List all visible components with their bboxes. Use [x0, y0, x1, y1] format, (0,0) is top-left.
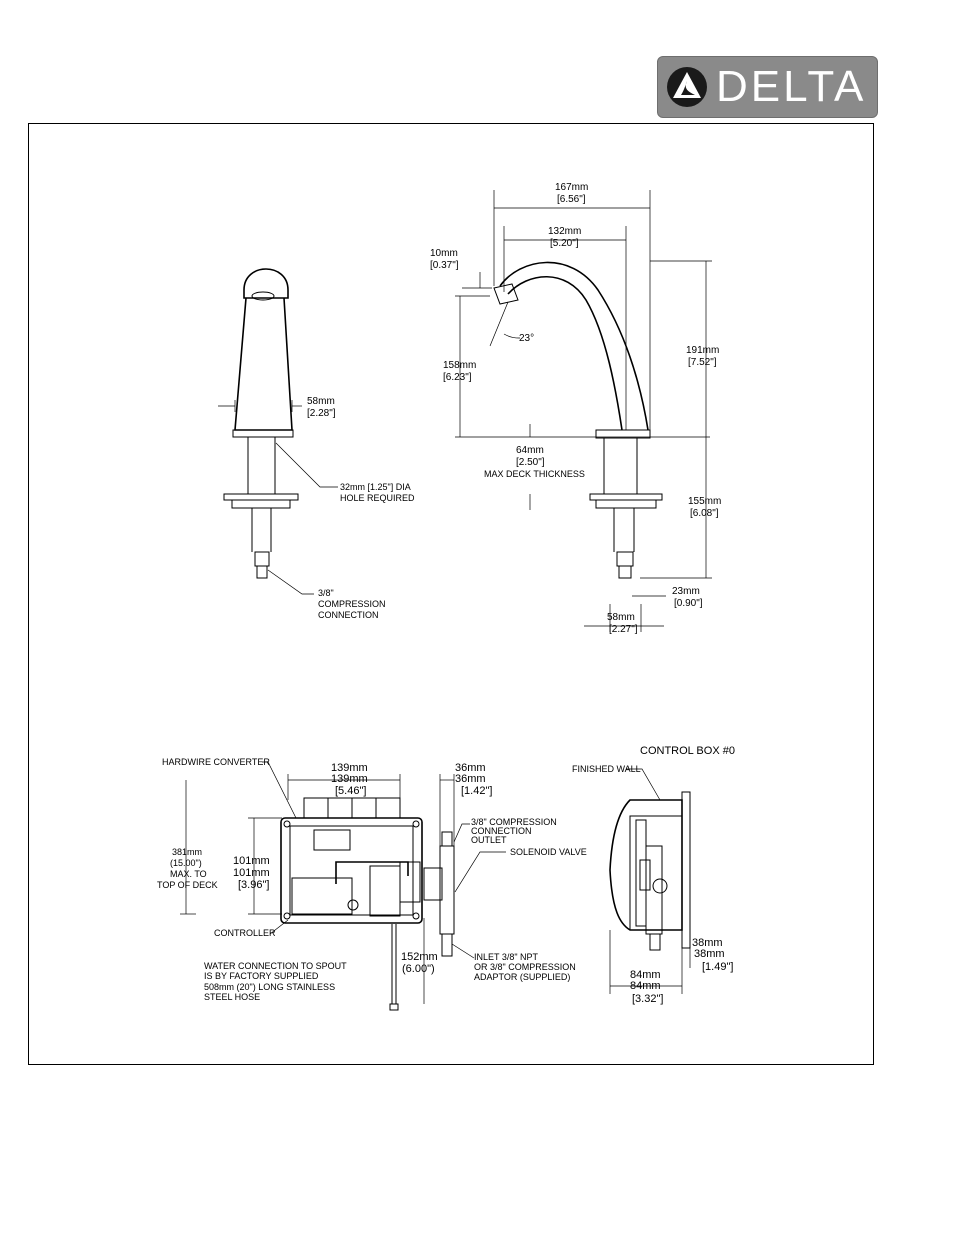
side-width-label-2: 84mm [630, 980, 661, 992]
hose-label-1: WATER CONNECTION TO SPOUT [204, 961, 347, 971]
hose-label-2: IS BY FACTORY SUPPLIED [204, 971, 319, 981]
deck-thickness-label: MAX DECK THICKNESS [484, 469, 585, 479]
side-width-in-label: [2.28"] [307, 408, 336, 419]
outlet-label-1: 3/8" COMPRESSION [471, 817, 557, 827]
control-box-side [609, 768, 691, 994]
max-label-3: MAX. TO [170, 869, 207, 879]
inlet-label-3: ADAPTOR (SUPPLIED) [474, 972, 570, 982]
conn-len-in-label: [0.90"] [674, 598, 703, 609]
drawing-frame [28, 123, 874, 1065]
shank-label: 155mm [688, 496, 721, 507]
valve-depth-label-1: 36mm [455, 762, 486, 774]
delta-triangle-icon [667, 67, 707, 107]
side-width-label-1: 84mm [630, 969, 661, 981]
shank-in-label: [6.08"] [690, 508, 719, 519]
hose-label-3: 508mm (20") LONG STAINLESS [204, 982, 335, 992]
box-width-label-1: 139mm [331, 762, 368, 774]
hole-label: 32mm [1.25"] DIA [340, 482, 411, 492]
height-label: 191mm [686, 345, 719, 356]
drop-label: 152mm [401, 951, 438, 963]
inlet-label-2: OR 3/8" COMPRESSION [474, 962, 576, 972]
max-label-4: TOP OF DECK [157, 880, 218, 890]
outlet-label-3: OUTLET [471, 835, 507, 845]
side-width-label: 58mm [307, 396, 335, 407]
valve-depth-label-2: 36mm [455, 773, 486, 785]
reach-in-label: [6.56"] [557, 194, 586, 205]
side-depth-label-2: 38mm [694, 948, 725, 960]
reach-label: 167mm [555, 182, 588, 193]
angle-label: 23° [519, 333, 534, 344]
base-in-label: [2.27"] [609, 624, 638, 635]
conn-label-3: CONNECTION [318, 610, 379, 620]
base-label: 58mm [607, 612, 635, 623]
side-depth-in-label: [1.49"] [702, 961, 733, 973]
max-label-2: (15.00") [170, 858, 202, 868]
delta-logo: DELTA [657, 56, 878, 118]
side-width-in-label: [3.32"] [632, 993, 663, 1005]
inlet-label-1: INLET 3/8" NPT [474, 952, 539, 962]
max-label-1: 381mm [172, 847, 202, 857]
box-height-label-1: 101mm [233, 855, 270, 867]
front-view-faucet [455, 190, 712, 632]
delta-wordmark: DELTA [716, 62, 867, 111]
side-view-faucet [218, 268, 338, 595]
box-height-label-2: 101mm [233, 867, 270, 879]
height-in-label: [7.52"] [688, 357, 717, 368]
hose-label-4: STEEL HOSE [204, 992, 260, 1002]
solenoid-label: SOLENOID VALVE [510, 847, 587, 857]
outlet-height-label: 158mm [443, 360, 476, 371]
inner-in-label: [5.20"] [550, 238, 579, 249]
outlet-label-2: CONNECTION [471, 826, 532, 836]
side-depth-label-1: 38mm [692, 937, 723, 949]
box-height-in-label: [3.96"] [238, 879, 269, 891]
conn-label-1: 3/8" [318, 588, 334, 598]
control-box-front [180, 761, 506, 1011]
deck-label: 64mm [516, 445, 544, 456]
inner-label: 132mm [548, 226, 581, 237]
hardwire-label: HARDWIRE CONVERTER [162, 757, 270, 767]
box-width-in-label: [5.46"] [335, 785, 366, 797]
aerator-label: 10mm [430, 248, 458, 259]
deck-in-label: [2.50"] [516, 457, 545, 468]
finished-wall-label: FINISHED WALL [572, 764, 641, 774]
valve-depth-in-label: [1.42"] [461, 785, 492, 797]
outlet-height-in-label: [6.23"] [443, 372, 472, 383]
box-width-label-2: 139mm [331, 773, 368, 785]
aerator-in-label: [0.37"] [430, 260, 459, 271]
hole-label-2: HOLE REQUIRED [340, 493, 415, 503]
control-box-title: CONTROL BOX #0 [640, 745, 735, 757]
drop-in-label: (6.00") [402, 963, 435, 975]
conn-len-label: 23mm [672, 586, 700, 597]
conn-label-2: COMPRESSION [318, 599, 386, 609]
controller-label: CONTROLLER [214, 928, 276, 938]
